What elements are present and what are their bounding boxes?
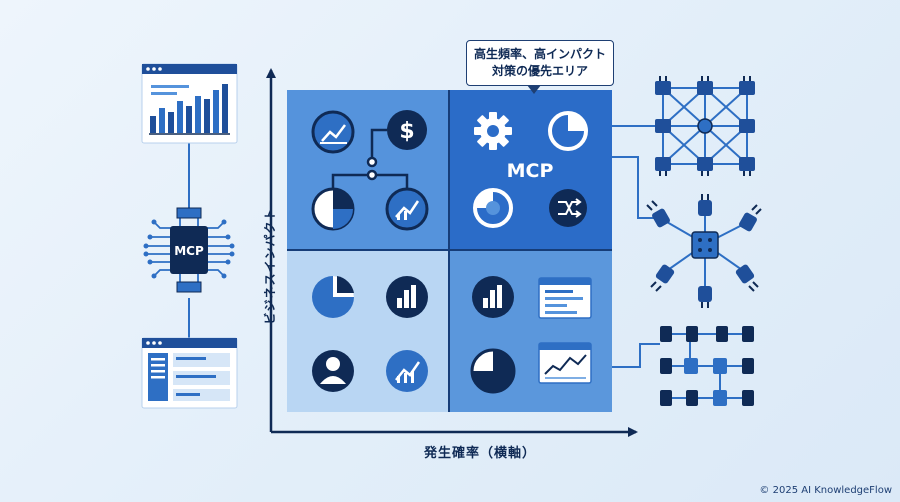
trend-chart-icon bbox=[386, 350, 428, 392]
callout-line-2: 対策の優先エリア bbox=[491, 64, 588, 78]
document-window-icon bbox=[538, 277, 592, 319]
dollar-icon: $ bbox=[387, 110, 427, 150]
pie-chart-icon bbox=[312, 276, 354, 318]
hub-mcp-label: MCP bbox=[174, 244, 204, 258]
x-axis-label: 発生確率（横軸） bbox=[423, 446, 536, 461]
quadrant-top-left bbox=[287, 90, 449, 250]
trend-chart-icon bbox=[385, 187, 429, 231]
axes bbox=[266, 68, 638, 437]
shuffle-icon bbox=[549, 189, 587, 227]
quadrant-bottom-right bbox=[449, 250, 612, 412]
pie-chart-icon bbox=[311, 187, 355, 231]
quadrant-mcp-label: MCP bbox=[507, 160, 554, 182]
dashboard-window-icon bbox=[141, 337, 238, 409]
bar-chart-window-icon bbox=[141, 63, 238, 144]
pie-chart-icon bbox=[548, 111, 588, 151]
svg-text:$: $ bbox=[399, 119, 414, 144]
gear-icon bbox=[474, 112, 512, 150]
donut-chart-icon bbox=[473, 188, 513, 228]
connector-network-icon bbox=[660, 326, 754, 406]
pie-chart-icon bbox=[470, 348, 516, 394]
quadrant-top-right bbox=[449, 90, 612, 250]
user-icon bbox=[312, 350, 354, 392]
callout-pointer bbox=[527, 85, 541, 94]
right-connectors bbox=[612, 125, 660, 368]
line-chart-window-icon bbox=[538, 342, 592, 384]
callout-line-1: 高生頻率、高インパクト bbox=[473, 47, 606, 61]
priority-area-callout: 高生頻率、高インパクト 対策の優先エリア bbox=[466, 40, 614, 86]
line-chart-icon bbox=[311, 110, 355, 154]
plug-hub-icon bbox=[646, 194, 762, 308]
y-axis-label: ビジネスインパクト bbox=[263, 207, 277, 325]
quadrant-bottom-left bbox=[287, 250, 449, 412]
plug-network-icon bbox=[655, 76, 755, 176]
copyright-text: © 2025 AI KnowledgeFlow bbox=[759, 485, 892, 496]
bar-chart-icon bbox=[472, 276, 514, 318]
bar-chart-icon bbox=[386, 276, 428, 318]
chip-icon bbox=[143, 207, 235, 293]
tree-connector bbox=[331, 128, 409, 192]
